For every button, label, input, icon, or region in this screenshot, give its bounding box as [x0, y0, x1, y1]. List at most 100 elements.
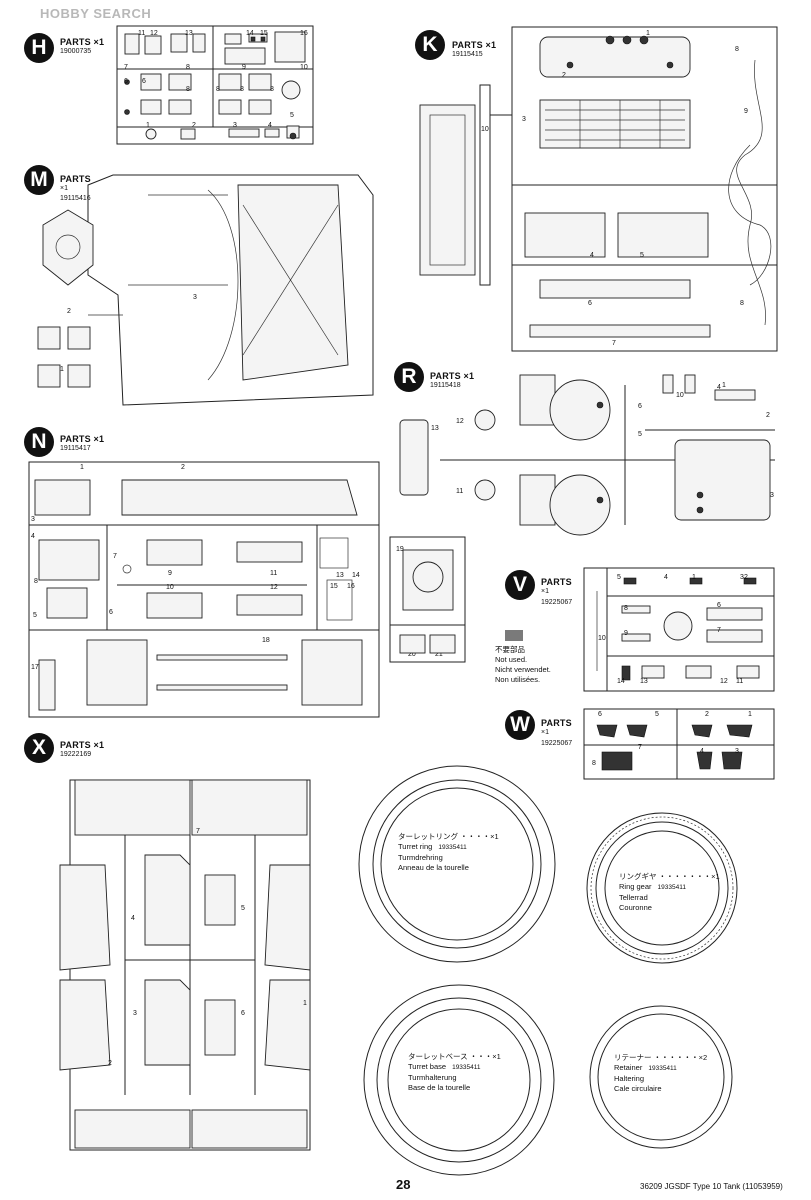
- n-part-7: 7: [113, 553, 117, 560]
- retainer-fr: Cale circulaire: [614, 1084, 662, 1093]
- m-part-1: 1: [60, 366, 64, 373]
- h-part-11: 11: [138, 30, 146, 37]
- k-part-6: 6: [588, 300, 592, 307]
- turret-ring-en: Turret ring: [398, 842, 433, 851]
- k-part-3: 3: [522, 116, 526, 123]
- h-part-14: 14: [246, 30, 254, 37]
- k-part-5: 5: [640, 252, 644, 259]
- turret-base-fr: Base de la tourelle: [408, 1083, 471, 1092]
- not-used-jp: 不要部品: [495, 645, 525, 654]
- turret-ring-fr: Anneau de la tourelle: [398, 863, 469, 872]
- sheet-title-x: PARTS ×1: [60, 740, 105, 750]
- v-part-7: 7: [717, 627, 721, 634]
- h-part-13: 13: [185, 30, 193, 37]
- h-part-5: 5: [290, 112, 294, 119]
- sheet-code-h: 19000735: [60, 48, 92, 55]
- h-part-10: 10: [300, 64, 308, 71]
- sprue-m: [37, 174, 374, 406]
- n-part-13: 13: [336, 572, 344, 579]
- h-part-4: 4: [268, 122, 272, 129]
- sheet-badge-r: R: [394, 362, 424, 392]
- sheet-code-r: 19115418: [430, 382, 461, 389]
- not-used-fr: Non utilisées.: [495, 675, 541, 684]
- watermark-logo: HOBBY SEARCH: [40, 6, 152, 21]
- v-part-1: 1: [692, 574, 696, 581]
- retainer-num: 19335411: [648, 1065, 677, 1072]
- r-part-3: 3: [770, 492, 774, 499]
- ring-gear-fr: Couronne: [619, 903, 652, 912]
- ring-gear-num: 19335411: [657, 884, 686, 891]
- r-part-12: 12: [456, 418, 464, 425]
- n-part-15: 15: [330, 583, 338, 590]
- sheet-title-n: PARTS ×1: [60, 434, 105, 444]
- footer-product: 36209 JGSDF Type 10 Tank (11053959): [640, 1182, 783, 1191]
- v-part-14: 14: [617, 678, 625, 685]
- v-part-2: 2: [744, 574, 748, 581]
- h-part-6b: 6: [142, 78, 146, 85]
- w-part-6: 6: [598, 711, 602, 718]
- r-part-2: 2: [766, 412, 770, 419]
- sprue-n: [28, 461, 380, 718]
- sprue-v: [583, 567, 775, 692]
- n-part-10: 10: [166, 584, 174, 591]
- sheet-qty-m: ×1: [60, 185, 68, 192]
- h-part-12: 12: [150, 30, 158, 37]
- h-part-8b: 8: [186, 86, 190, 93]
- sheet-title-k: PARTS ×1: [452, 40, 497, 50]
- r-part-6: 6: [638, 403, 642, 410]
- h-part-9: 9: [242, 64, 246, 71]
- r-part-5: 5: [638, 431, 642, 438]
- v-part-8: 8: [624, 605, 628, 612]
- n-part-16: 16: [347, 583, 355, 590]
- w-part-3: 3: [735, 748, 739, 755]
- turret-base-en-row: Turret base 19335411: [408, 1062, 501, 1073]
- h-part-16: 16: [300, 30, 308, 37]
- not-used-de: Nicht verwendet.: [495, 665, 551, 674]
- sheet-code-n: 19115417: [60, 445, 91, 452]
- k-part-1: 1: [646, 30, 650, 37]
- sheet-code-w: 19225067: [541, 740, 573, 747]
- w-part-2: 2: [705, 711, 709, 718]
- n-part-1: 1: [80, 464, 84, 471]
- w-part-4: 4: [700, 748, 704, 755]
- turret-base-jp: ターレットベース ・・・×1: [408, 1052, 501, 1061]
- retainer-jp: リテーナー ・・・・・・×2: [614, 1053, 708, 1062]
- k-part-2: 2: [562, 72, 566, 79]
- sheet-code-m: 19115416: [60, 195, 91, 202]
- k-part-8a: 8: [735, 46, 739, 53]
- turret-ring-num: 19335411: [438, 844, 467, 851]
- sheet-badge-k: K: [415, 30, 445, 60]
- v-part-9: 9: [624, 630, 628, 637]
- turret-base-en: Turret base: [408, 1062, 447, 1071]
- turret-base-num: 19335411: [452, 1064, 481, 1071]
- x-part-1: 1: [303, 1000, 307, 1007]
- r-part-11: 11: [456, 488, 464, 495]
- n-part-12: 12: [270, 584, 278, 591]
- v-part-5: 5: [617, 574, 621, 581]
- r-part-13: 13: [431, 425, 439, 432]
- h-part-8d: 8: [240, 86, 244, 93]
- x-part-7: 7: [196, 828, 200, 835]
- ring-gear-en-row: Ring gear 19335411: [619, 882, 720, 893]
- sheet-badge-n: N: [24, 427, 54, 457]
- not-used-en: Not used.: [495, 655, 528, 664]
- n-part-9: 9: [168, 570, 172, 577]
- page-number: 28: [396, 1177, 411, 1192]
- sheet-badge-w: W: [505, 710, 535, 740]
- x-part-5: 5: [241, 905, 245, 912]
- k-part-9: 9: [744, 108, 748, 115]
- ring-gear-en: Ring gear: [619, 882, 652, 891]
- sheet-title-h: PARTS ×1: [60, 37, 105, 47]
- h-part-15: 15: [260, 30, 268, 37]
- r-part-4: 4: [717, 384, 721, 391]
- ring-gear-de: Tellerrad: [619, 893, 648, 902]
- sprue-w: [583, 708, 775, 780]
- n-part-17: 17: [31, 664, 39, 671]
- sprue-r: [399, 374, 775, 536]
- n-part-5: 5: [33, 612, 37, 619]
- h-part-2: 2: [192, 122, 196, 129]
